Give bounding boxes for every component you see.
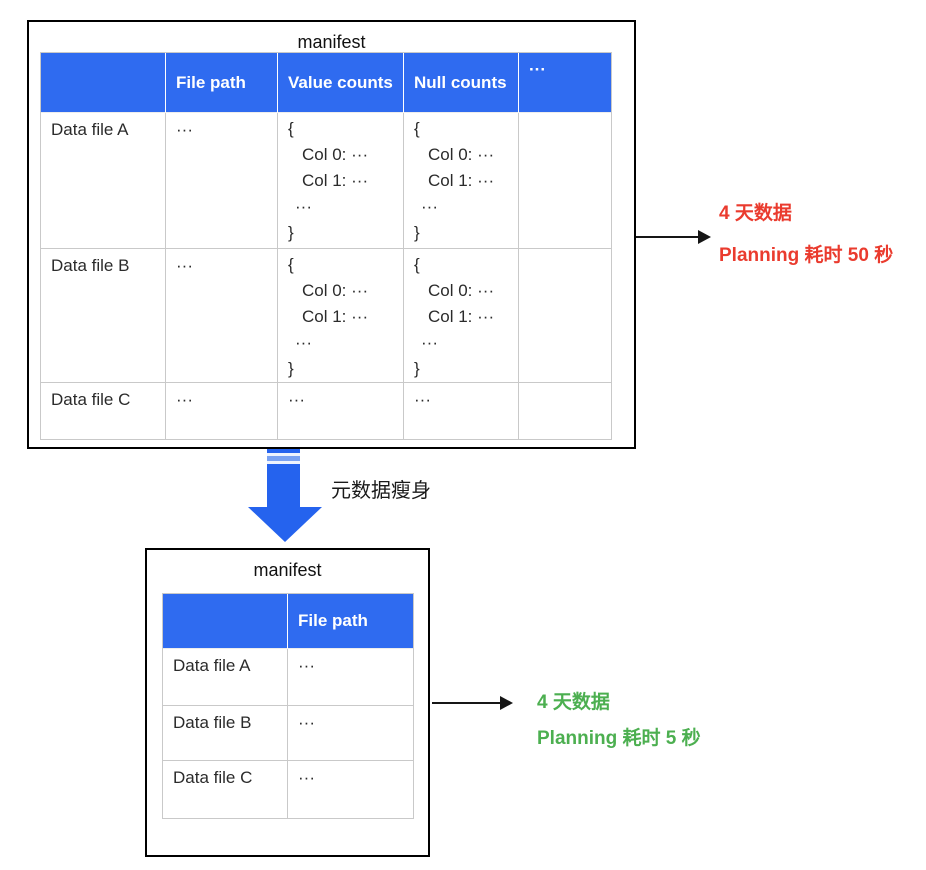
file-path-cell: ···: [298, 768, 315, 787]
header-cell-file-path: File path: [166, 53, 278, 113]
table-row-data-file-b: Data file B ··· { Col 0: ··· Col 1: ··· …: [41, 249, 611, 383]
more-cell: [519, 113, 611, 249]
null-counts-cell: { Col 0: ··· Col 1: ··· ··· }: [404, 113, 519, 249]
manifest-full-table: File path Value counts Null counts ··· D…: [40, 52, 612, 440]
json-line: }: [288, 359, 294, 378]
json-line: ···: [421, 333, 438, 352]
json-line: {: [288, 255, 294, 274]
value-counts-cell: ···: [278, 383, 404, 439]
file-path-cell: ···: [166, 249, 278, 383]
json-line: Col 1: ···: [302, 171, 369, 190]
file-path-cell: ···: [288, 706, 413, 761]
json-line: }: [414, 223, 420, 242]
json-line: ···: [421, 197, 438, 216]
annotation-line: Planning 耗时 50 秒: [719, 245, 894, 266]
table-row-data-file-c: Data file C ··· ··· ···: [41, 383, 611, 439]
arrow-line: [636, 236, 698, 238]
file-path-cell: ···: [166, 113, 278, 249]
json-line: ···: [295, 197, 312, 216]
bottom-manifest-title: manifest: [253, 560, 322, 580]
null-counts-cell: { Col 0: ··· Col 1: ··· ··· }: [404, 249, 519, 383]
table-row-data-file-b: Data file B ···: [163, 706, 413, 761]
arrow-line: [432, 702, 500, 704]
json-line: Col 0: ···: [302, 281, 369, 300]
json-line: Col 0: ···: [428, 281, 495, 300]
top-manifest-title: manifest: [297, 32, 366, 52]
more-cell: [519, 383, 611, 439]
json-line: Col 1: ···: [428, 307, 495, 326]
row-label: Data file B: [41, 249, 166, 383]
right-arrow-icon: [698, 230, 711, 244]
annotation-line: 4 天数据: [719, 203, 792, 224]
row-label: Data file A: [41, 113, 166, 249]
annotation-line: Planning 耗时 5 秒: [537, 728, 701, 749]
header-cell-null-counts: Null counts: [404, 53, 519, 113]
arrow-head: [248, 507, 322, 542]
json-line: ···: [295, 333, 312, 352]
table-row-data-file-a: Data file A ···: [163, 649, 413, 706]
table-row-data-file-c: Data file C ···: [163, 761, 413, 818]
json-line: Col 1: ···: [302, 307, 369, 326]
row-label: Data file B: [163, 706, 288, 761]
more-cell: [519, 249, 611, 383]
top-annotation: 4 天数据 Planning 耗时 50 秒: [719, 201, 893, 268]
value-counts-cell: { Col 0: ··· Col 1: ··· ··· }: [278, 249, 404, 383]
header-cell-value-counts: Value counts: [278, 53, 404, 113]
header-row: File path: [163, 594, 413, 649]
table-row-data-file-a: Data file A ··· { Col 0: ··· Col 1: ··· …: [41, 113, 611, 249]
header-cell-empty: [163, 594, 288, 649]
file-path-cell: ···: [166, 383, 278, 439]
annotation-line: 4 天数据: [537, 692, 610, 713]
json-line: {: [414, 255, 420, 274]
json-line: {: [414, 119, 420, 138]
manifest-full-box: manifest File path Value counts Null cou…: [27, 20, 636, 449]
row-label: Data file C: [41, 383, 166, 439]
row-label: Data file A: [163, 649, 288, 706]
json-line: Col 0: ···: [302, 145, 369, 164]
bottom-annotation: 4 天数据 Planning 耗时 5 秒: [537, 690, 701, 751]
json-line: Col 0: ···: [428, 145, 495, 164]
value-counts-cell: { Col 0: ··· Col 1: ··· ··· }: [278, 113, 404, 249]
right-arrow-icon: [500, 696, 513, 710]
json-line: Col 1: ···: [428, 171, 495, 190]
transform-label: 元数据瘦身: [331, 480, 431, 502]
json-line: }: [288, 223, 294, 242]
arrow-shaft: [267, 449, 300, 507]
header-cell-file-path: File path: [288, 594, 413, 649]
header-row: File path Value counts Null counts ···: [41, 53, 611, 113]
manifest-slim-table: File path Data file A ··· Data file B ··…: [162, 593, 414, 819]
row-label: Data file C: [163, 761, 288, 818]
json-line: }: [414, 359, 420, 378]
header-cell-more: ···: [519, 53, 611, 113]
file-path-cell: ···: [288, 649, 413, 706]
json-line: {: [288, 119, 294, 138]
header-cell-empty: [41, 53, 166, 113]
down-arrow-icon: [248, 449, 322, 542]
manifest-slim-box: manifest File path Data file A ··· Data …: [145, 548, 430, 857]
null-counts-cell: ···: [404, 383, 519, 439]
